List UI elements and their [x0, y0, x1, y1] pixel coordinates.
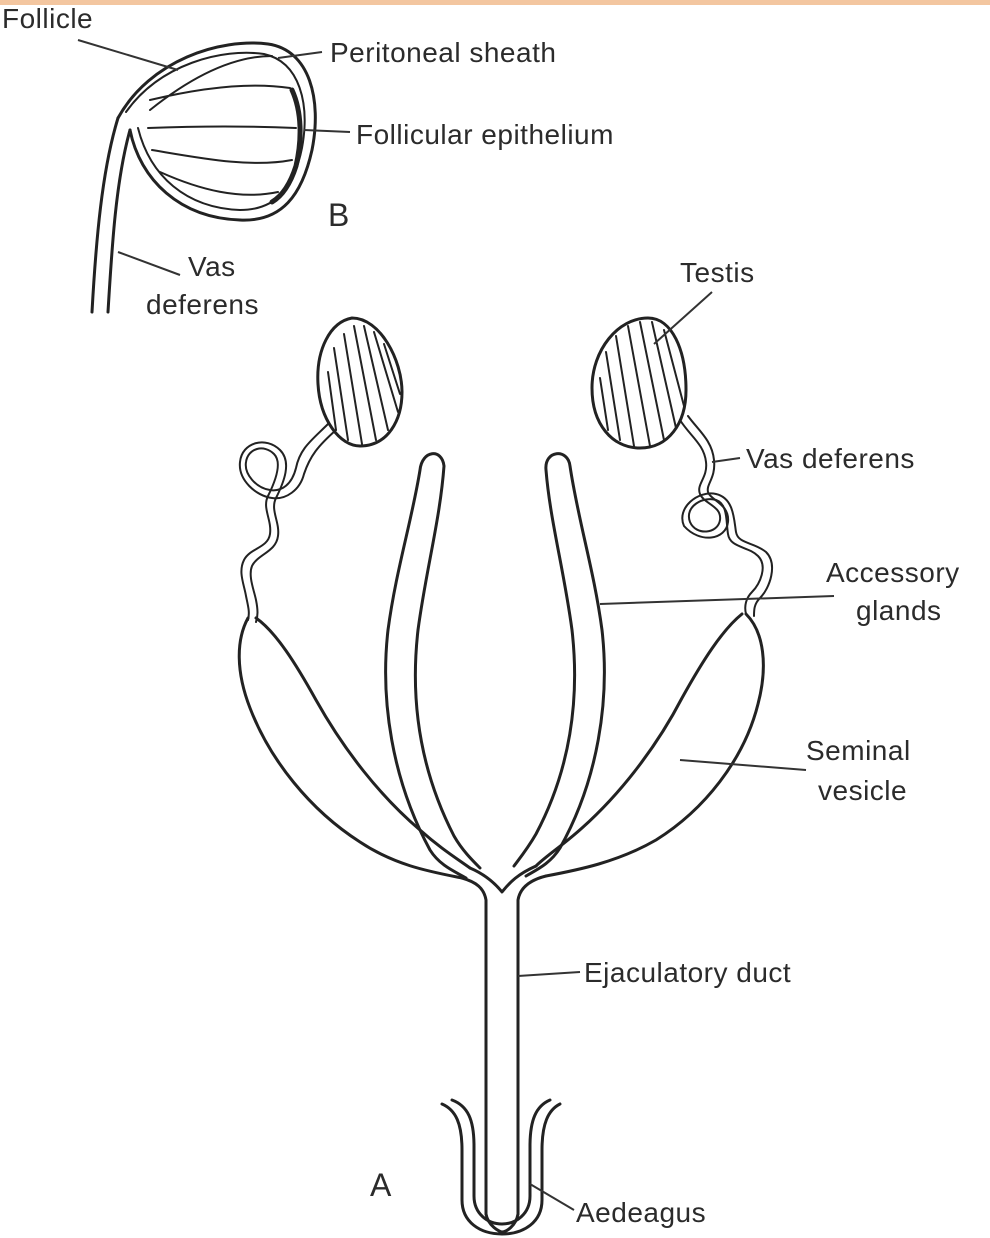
left-testis: [318, 318, 402, 446]
panel-b-follicle-outline: [118, 43, 315, 220]
label-vas-deferens-b-line2: deferens: [146, 289, 259, 320]
pointer-aedeagus: [530, 1184, 574, 1210]
label-peritoneal-sheath: Peritoneal sheath: [330, 37, 556, 68]
label-seminal-vesicle-line1: Seminal: [806, 735, 911, 766]
label-vas-deferens-b-line1: Vas: [188, 251, 236, 282]
pointer-vas-deferens: [712, 458, 740, 462]
pointer-follicle: [78, 40, 178, 70]
pointer-follicular-epithelium: [304, 130, 350, 132]
pointer-seminal-vesicle: [680, 760, 806, 770]
panel-b-cyst-lines: [148, 56, 296, 195]
left-accessory-gland: [386, 454, 480, 878]
aedeagus: [442, 1100, 560, 1234]
pointer-accessory-glands: [600, 596, 834, 604]
label-accessory-glands-line1: Accessory: [826, 557, 960, 588]
right-testis: [592, 318, 686, 448]
label-aedeagus: Aedeagus: [576, 1197, 706, 1228]
panel-b-vas-deferens: [92, 118, 130, 312]
panel-a-reproductive-system: [239, 292, 834, 1234]
panel-b-follicular-epithelium: [272, 90, 300, 202]
label-ejaculatory-duct: Ejaculatory duct: [584, 957, 791, 988]
pointer-ejaculatory-duct: [518, 972, 580, 976]
pointer-peritoneal-sheath: [278, 52, 322, 58]
label-accessory-glands-line2: glands: [856, 595, 942, 626]
panel-label-b: B: [328, 197, 349, 233]
pointer-testis: [654, 292, 712, 344]
right-seminal-vesicle: [536, 614, 763, 876]
left-seminal-vesicle: [239, 618, 470, 878]
label-follicular-epithelium: Follicular epithelium: [356, 119, 614, 150]
panel-label-a: A: [370, 1167, 392, 1203]
pointer-panel-b-vas-deferens: [118, 252, 180, 275]
label-testis: Testis: [680, 257, 755, 288]
label-vas-deferens: Vas deferens: [746, 443, 915, 474]
label-follicle: Follicle: [2, 3, 93, 34]
right-accessory-gland: [514, 454, 604, 876]
label-seminal-vesicle-line2: vesicle: [818, 775, 907, 806]
